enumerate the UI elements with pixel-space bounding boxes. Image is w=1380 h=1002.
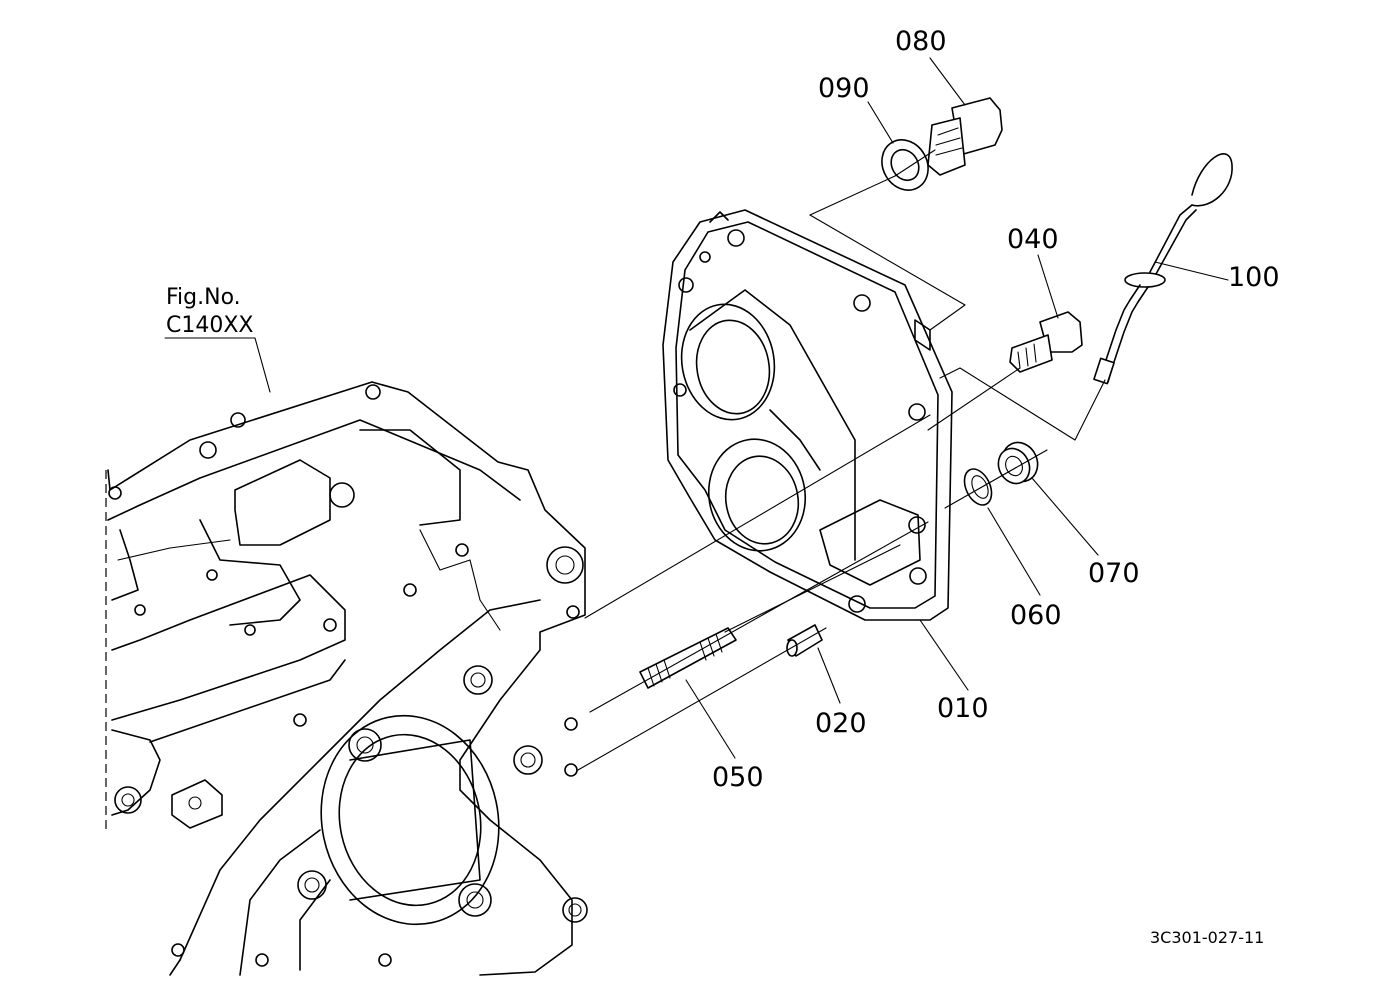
callout-060: 060 bbox=[1010, 600, 1062, 631]
engine-block-housing bbox=[105, 381, 588, 976]
callout-080: 080 bbox=[895, 26, 947, 57]
fitting-040 bbox=[1009, 311, 1083, 373]
callout-010: 010 bbox=[937, 693, 989, 724]
callout-070: 070 bbox=[1088, 558, 1140, 589]
gear-case-cover-010 bbox=[662, 209, 953, 621]
callout-100: 100 bbox=[1228, 262, 1280, 293]
callout-040: 040 bbox=[1007, 224, 1059, 255]
seal-ring-070 bbox=[997, 441, 1039, 485]
gasket-090 bbox=[881, 139, 929, 191]
circlip-060 bbox=[963, 468, 993, 506]
figure-ref-line2: C140XX bbox=[166, 313, 254, 338]
callout-090: 090 bbox=[818, 73, 870, 104]
stud-bolt-050 bbox=[639, 627, 737, 689]
leader-lines bbox=[164, 57, 1229, 771]
figure-ref-line1: Fig.No. bbox=[166, 285, 241, 310]
plug-080 bbox=[927, 97, 1003, 176]
callout-020: 020 bbox=[815, 708, 867, 739]
dipstick-100 bbox=[1093, 153, 1233, 385]
drawing-code: 3C301-027-11 bbox=[1150, 928, 1264, 947]
callout-050: 050 bbox=[712, 762, 764, 793]
